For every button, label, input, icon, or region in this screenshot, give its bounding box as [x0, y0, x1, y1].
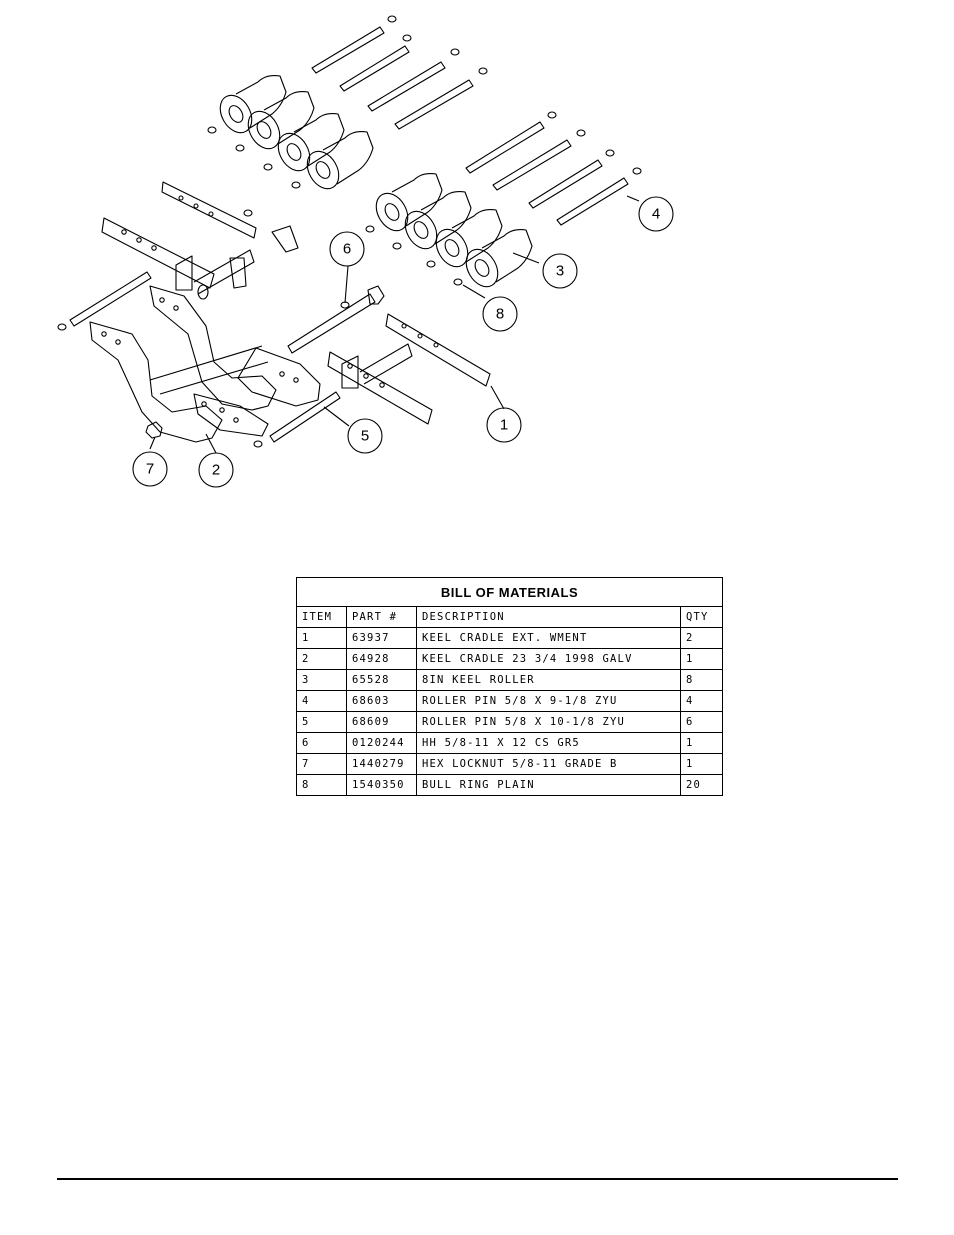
roller-pins-item-5: [69, 271, 341, 443]
bom-cell-part: 64928: [346, 648, 417, 670]
callout-balloon-3: [542, 253, 578, 289]
bom-cell-description: 8IN KEEL ROLLER: [416, 669, 681, 691]
callout-balloon-8: [482, 296, 518, 332]
bom-cell-description: HEX LOCKNUT 5/8-11 GRADE B: [416, 753, 681, 775]
table-row: 1 63937 KEEL CRADLE EXT. WMENT 2: [296, 627, 724, 649]
bom-cell-description: BULL RING PLAIN: [416, 774, 681, 796]
bom-cell-qty: 1: [679, 648, 724, 670]
bom-header-description: DESCRIPTION: [416, 606, 681, 628]
bom-cell-item: 7: [296, 753, 347, 775]
bom-cell-part: 0120244: [346, 732, 417, 754]
bom-cell-item: 6: [296, 732, 347, 754]
table-row: 3 65528 8IN KEEL ROLLER 8: [296, 669, 724, 691]
callout-label-5: 5: [361, 428, 369, 445]
bull-rings: [57, 15, 642, 448]
bom-cell-qty: 8: [679, 669, 724, 691]
bom-header-qty: QTY: [679, 606, 724, 628]
hex-locknut: [145, 421, 163, 439]
keel-rollers-upper: [219, 75, 374, 190]
bom-cell-part: 1540350: [346, 774, 417, 796]
bom-header-row: ITEM PART # DESCRIPTION QTY: [296, 606, 724, 628]
callout-label-6: 6: [343, 241, 351, 258]
roller-pins-top-left: [311, 26, 474, 130]
bom-cell-qty: 2: [679, 627, 724, 649]
callout-balloons: [132, 196, 674, 488]
keel-cradle-ext-weldment-upper: [101, 181, 299, 300]
keel-cradle-ext-weldment-lower: [327, 313, 491, 425]
bom-cell-qty: 20: [679, 774, 724, 796]
bom-cell-part: 68609: [346, 711, 417, 733]
bom-cell-part: 63937: [346, 627, 417, 649]
bill-of-materials-table: BILL OF MATERIALS ITEM PART # DESCRIPTIO…: [295, 577, 724, 796]
callout-balloon-6: [329, 231, 365, 267]
bom-cell-item: 3: [296, 669, 347, 691]
callout-label-3: 3: [556, 263, 564, 280]
table-row: 8 1540350 BULL RING PLAIN 20: [296, 774, 724, 796]
bom-cell-item: 4: [296, 690, 347, 712]
bom-cell-item: 5: [296, 711, 347, 733]
callout-balloon-1: [486, 407, 522, 443]
footer-rule: [57, 1178, 898, 1180]
table-row: 4 68603 ROLLER PIN 5/8 X 9-1/8 ZYU 4: [296, 690, 724, 712]
callout-label-1: 1: [500, 417, 508, 434]
callout-label-8: 8: [496, 306, 504, 323]
exploded-assembly-drawing: 1 2 3 4 5 6 7 8: [57, 15, 674, 488]
leader-lines: [149, 195, 640, 454]
bom-cell-part: 1440279: [346, 753, 417, 775]
callout-label-2: 2: [212, 462, 220, 479]
bom-cell-description: KEEL CRADLE EXT. WMENT: [416, 627, 681, 649]
callout-label-4: 4: [652, 206, 660, 223]
callout-balloon-5: [347, 418, 383, 454]
bom-header-item: ITEM: [296, 606, 347, 628]
bom-cell-part: 68603: [346, 690, 417, 712]
bom-cell-item: 2: [296, 648, 347, 670]
table-row: 6 0120244 HH 5/8-11 X 12 CS GR5 1: [296, 732, 724, 754]
callout-balloon-7: [132, 451, 168, 487]
callout-balloon-4: [638, 196, 674, 232]
callout-label-7: 7: [146, 461, 154, 478]
bom-cell-description: KEEL CRADLE 23 3/4 1998 GALV: [416, 648, 681, 670]
bom-header-part: PART #: [346, 606, 417, 628]
table-row: 2 64928 KEEL CRADLE 23 3/4 1998 GALV 1: [296, 648, 724, 670]
bom-cell-description: ROLLER PIN 5/8 X 9-1/8 ZYU: [416, 690, 681, 712]
bom-cell-qty: 1: [679, 753, 724, 775]
hex-bolt: [287, 285, 385, 354]
table-row: 7 1440279 HEX LOCKNUT 5/8-11 GRADE B 1: [296, 753, 724, 775]
bom-cell-description: ROLLER PIN 5/8 X 10-1/8 ZYU: [416, 711, 681, 733]
keel-cradle-main: [89, 285, 321, 443]
bom-cell-item: 8: [296, 774, 347, 796]
keel-rollers-lower: [375, 173, 533, 288]
table-row: 5 68609 ROLLER PIN 5/8 X 10-1/8 ZYU 6: [296, 711, 724, 733]
bom-cell-qty: 1: [679, 732, 724, 754]
roller-pins-top-right: [465, 121, 629, 226]
bom-cell-item: 1: [296, 627, 347, 649]
bom-title: BILL OF MATERIALS: [295, 577, 724, 607]
bom-cell-description: HH 5/8-11 X 12 CS GR5: [416, 732, 681, 754]
bom-cell-qty: 6: [679, 711, 724, 733]
callout-balloon-2: [198, 452, 234, 488]
bom-cell-qty: 4: [679, 690, 724, 712]
bom-cell-part: 65528: [346, 669, 417, 691]
